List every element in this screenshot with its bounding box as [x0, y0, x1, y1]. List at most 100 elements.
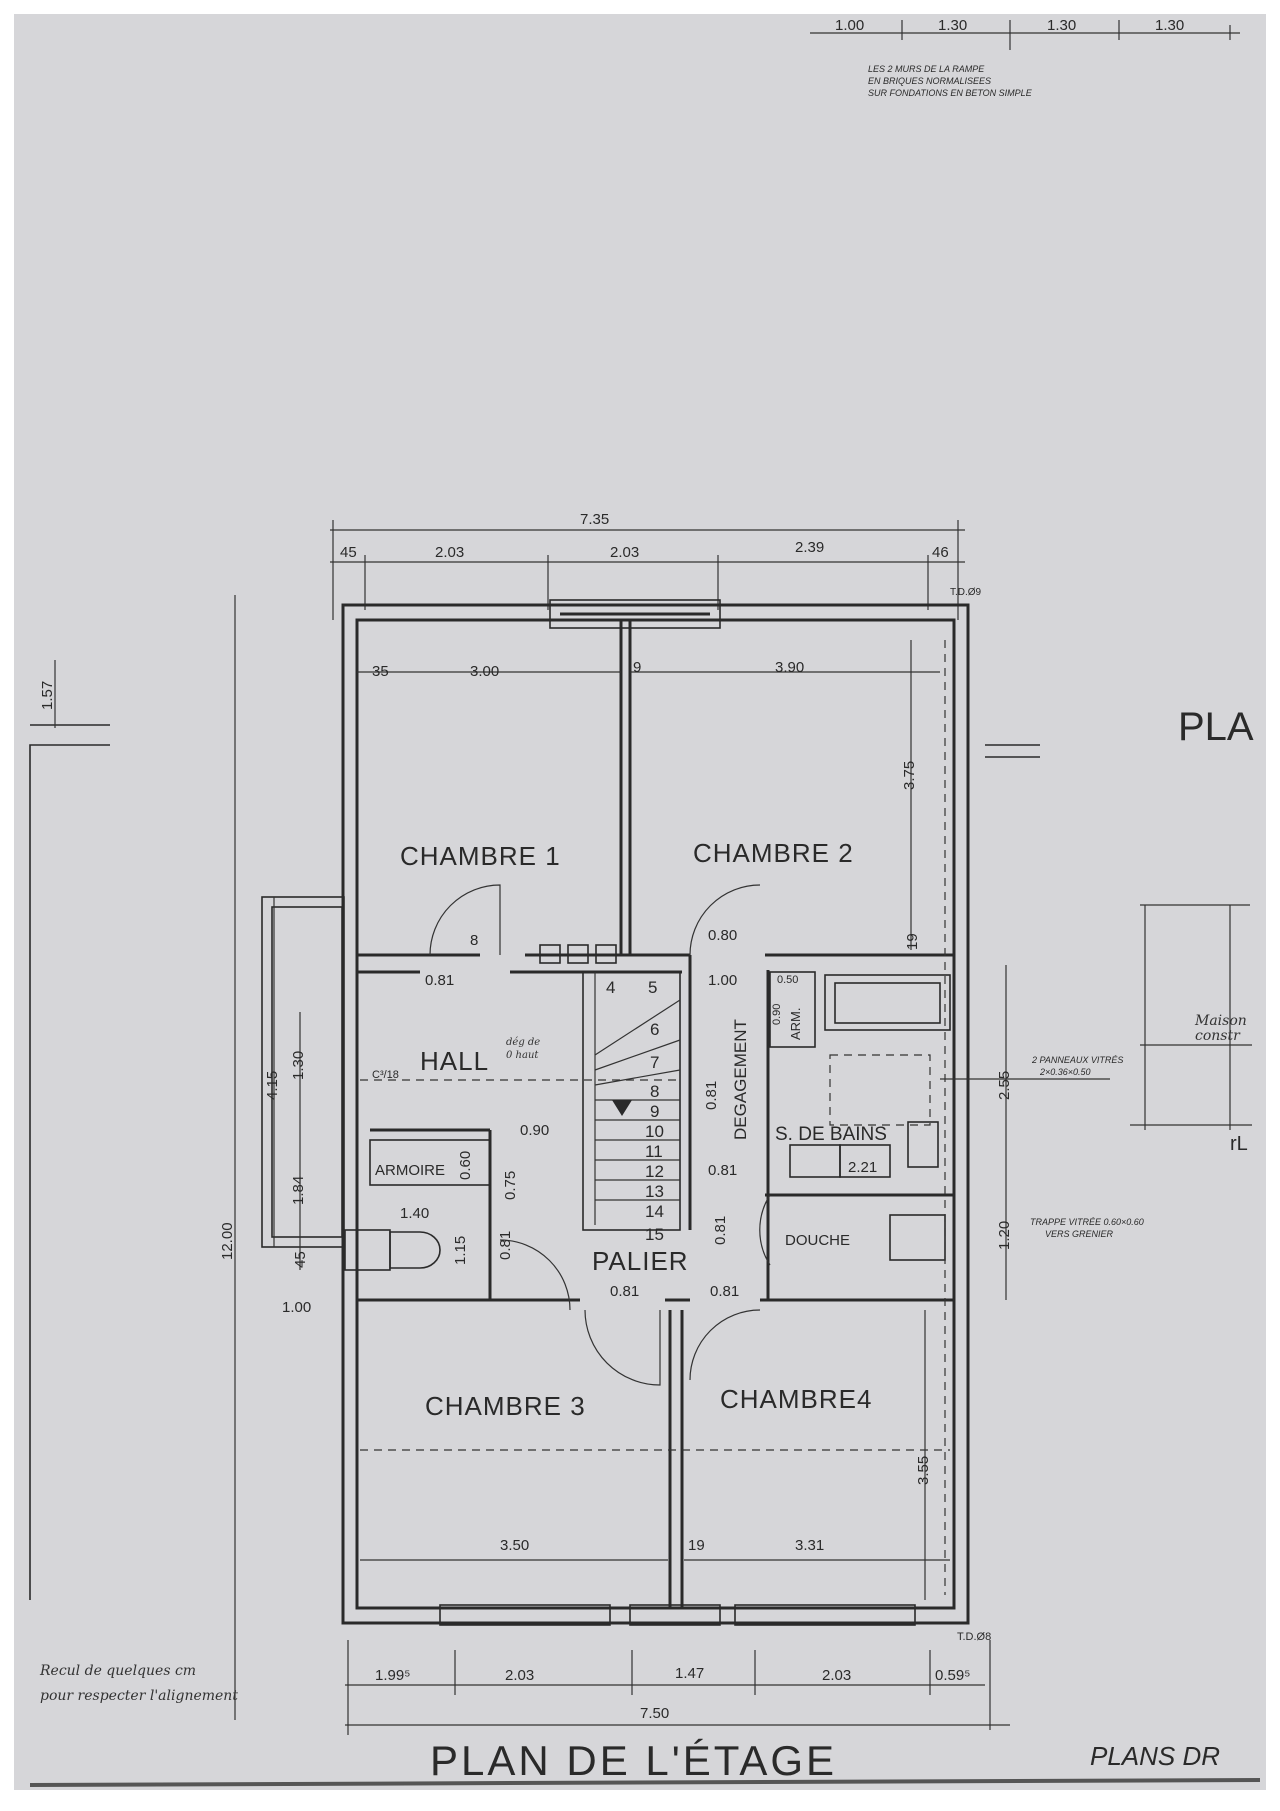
top-note-line-3: SUR FONDATIONS EN BETON SIMPLE: [868, 88, 1033, 98]
neighbor-note-3: rL: [1230, 1133, 1248, 1155]
dim-1-57: 1.57: [39, 681, 56, 710]
neighbor-right: PLA Maison constr rL: [985, 705, 1254, 1155]
dim-hall-window: 1.30: [290, 1051, 307, 1080]
dim-total-bottom: 7.50: [640, 1705, 669, 1722]
dim-ch4-width: 3.31: [795, 1537, 824, 1554]
bathroom-fixtures: [344, 640, 951, 1595]
floor-plan-sheet: 1.00 1.30 1.30 1.30 LES 2 MURS DE LA RAM…: [14, 14, 1266, 1790]
dim-arm-w: 0.50: [777, 974, 798, 986]
stair-step: 9: [650, 1102, 659, 1121]
dim-top-239: 2.39: [795, 539, 824, 556]
bath-panels-note-1: 2 PANNEAUX VITRÉS: [1031, 1055, 1123, 1065]
room-labels: CHAMBRE 1 CHAMBRE 2 CHAMBRE 3 CHAMBRE4 H…: [375, 838, 887, 1421]
dim-ch1-wall: 35: [372, 663, 389, 680]
neighbor-left: 1.57: [29, 595, 236, 1720]
dim-bottom-1: 1.99⁵: [375, 1667, 410, 1684]
dim-armoire-h: 1.84: [290, 1176, 307, 1205]
dim-door-ch1: 0.81: [425, 972, 454, 989]
neighbor-note-1: Maison: [1194, 1013, 1247, 1029]
top-note-line-1: LES 2 MURS DE LA RAMPE: [868, 64, 985, 74]
tdp-top: T.D.Ø9: [950, 587, 982, 598]
dim-ch2-width: 3.90: [775, 659, 804, 676]
top-dim-4: 1.30: [1155, 17, 1184, 34]
room-chambre-4: CHAMBRE4: [720, 1384, 872, 1414]
dim-palier-door1: 0.81: [610, 1283, 639, 1300]
room-palier: PALIER: [592, 1246, 689, 1276]
dim-mid-wall: 9: [633, 659, 641, 676]
dim-bottom-3: 1.47: [675, 1665, 704, 1682]
recul-note-1: Recul de quelques cm: [39, 1663, 196, 1679]
top-dim-2: 1.30: [938, 17, 967, 34]
interior-dimensions: 35 3.00 9 3.90 3.75 2.55 1.20 3.55 1.30 …: [219, 640, 1013, 1643]
side-partial-label: PLA: [1178, 705, 1254, 749]
dim-deg-width: 1.00: [708, 972, 737, 989]
room-degagement: DEGAGEMENT: [731, 1019, 750, 1140]
dim-wall-19: 19: [904, 933, 921, 950]
dim-deg-door: 0.81: [703, 1081, 720, 1110]
dim-deg-door2: 0.81: [708, 1162, 737, 1179]
dim-ch1-width: 3.00: [470, 663, 499, 680]
dim-arm-075: 0.75: [502, 1171, 519, 1200]
stair-step: 7: [650, 1053, 659, 1072]
stair-step: 15: [645, 1225, 664, 1244]
dim-top-203b: 2.03: [610, 544, 639, 561]
room-douche: DOUCHE: [785, 1232, 850, 1249]
hall-hand-note-1: dég de: [506, 1037, 540, 1048]
dim-door-ch2: 0.80: [708, 927, 737, 944]
tdp-bottom: T.D.Ø8: [957, 1631, 991, 1643]
plan-top-dimensions: 7.35 45 2.03 2.03 2.39 46 T.D.Ø9: [330, 511, 982, 620]
dim-hall-090: 0.90: [520, 1122, 549, 1139]
dim-top-203a: 2.03: [435, 544, 464, 561]
door-swings: [429, 884, 771, 1386]
dim-bath-221: 2.21: [848, 1159, 877, 1176]
top-dim-3: 1.30: [1047, 17, 1076, 34]
dim-douche-door: 0.81: [712, 1216, 729, 1245]
dim-top-45: 45: [340, 544, 357, 561]
stair-down-arrow-icon: [612, 1100, 632, 1116]
side-title: PLANS DR: [1090, 1741, 1220, 1771]
dim-wc-081: 0.81: [497, 1231, 514, 1260]
dim-wall-45: 45: [292, 1251, 309, 1268]
dim-arm-060: 0.60: [457, 1151, 474, 1180]
trappe-note-1: TRAPPE VITRÉE 0.60×0.60: [1030, 1217, 1144, 1227]
top-note-line-2: EN BRIQUES NORMALISEES: [868, 76, 991, 86]
dim-left-1-00: 1.00: [282, 1299, 311, 1316]
room-chambre-1: CHAMBRE 1: [400, 841, 561, 871]
dim-top-46: 46: [932, 544, 949, 561]
stair-step: 13: [645, 1182, 664, 1201]
dim-palier-door2: 0.81: [710, 1283, 739, 1300]
room-hall: HALL: [420, 1046, 489, 1076]
dim-balcony: 4.15: [264, 1071, 281, 1100]
dim-ch4-wall: 19: [688, 1537, 705, 1554]
dim-wc-115: 1.15: [452, 1236, 469, 1265]
recul-note-2: pour respecter l'alignement: [40, 1688, 238, 1704]
room-arm: ARM.: [788, 1008, 803, 1041]
interior-walls: [261, 620, 954, 1608]
dim-wc-140: 1.40: [400, 1205, 429, 1222]
staircase: 4 5 6 7 8 9 10 11 12 13 14 15: [582, 971, 681, 1244]
top-dimension-strip: 1.00 1.30 1.30 1.30 LES 2 MURS DE LA RAM…: [810, 17, 1240, 98]
dim-door-8: 8: [470, 932, 478, 949]
stair-step: 10: [645, 1122, 664, 1141]
dim-total-depth: 12.00: [219, 1222, 236, 1260]
plan-title: PLAN DE L'ÉTAGE: [430, 1737, 837, 1784]
dim-arm-h: 0.90: [771, 1004, 783, 1025]
floor-plan-drawing: 1.00 1.30 1.30 1.30 LES 2 MURS DE LA RAM…: [29, 17, 1261, 1787]
plan-bottom-dimensions: 1.99⁵ 2.03 1.47 2.03 0.59⁵ 7.50: [345, 1640, 1010, 1735]
dim-ch4-depth: 3.55: [915, 1456, 932, 1485]
room-armoire: ARMOIRE: [375, 1162, 445, 1179]
dim-bottom-5: 0.59⁵: [935, 1667, 970, 1684]
dim-ch3-width: 3.50: [500, 1537, 529, 1554]
dim-bottom-4: 2.03: [822, 1667, 851, 1684]
stair-step: 11: [645, 1142, 663, 1161]
dim-bath-255: 2.55: [996, 1071, 1013, 1100]
stair-step: 5: [648, 978, 657, 997]
stair-step: 6: [650, 1020, 659, 1039]
dim-ch2-depth: 3.75: [901, 761, 918, 790]
hall-hand-note-2: 0 haut: [506, 1050, 539, 1061]
stair-step: 12: [645, 1162, 664, 1181]
stair-step: 4: [606, 978, 615, 997]
bath-panels-note-2: 2×0.36×0.50: [1039, 1067, 1091, 1077]
stair-step: 14: [645, 1202, 664, 1221]
exterior-walls: [341, 599, 970, 1626]
